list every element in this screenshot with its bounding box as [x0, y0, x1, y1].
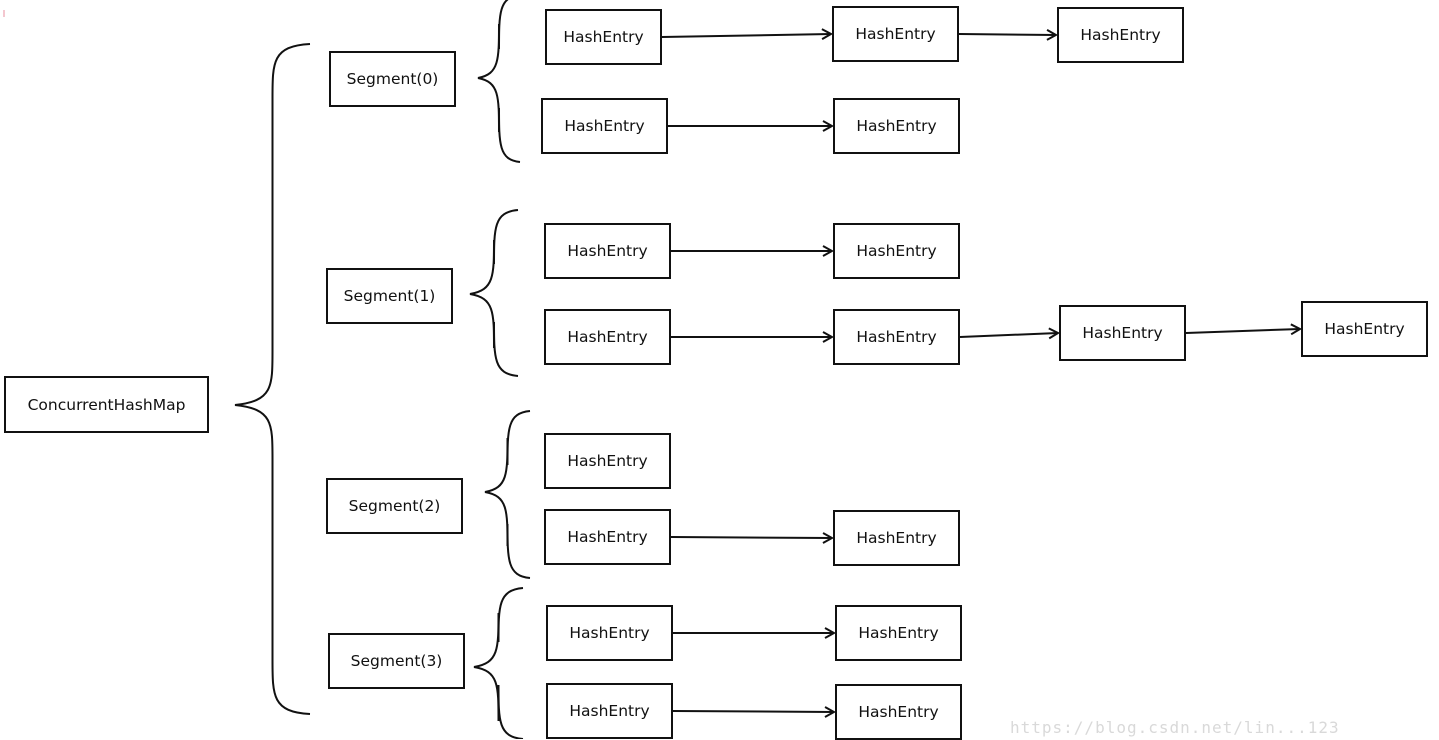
next-pointer-arrow-s3-b1-e1	[672, 711, 834, 712]
watermark-text: https://blog.csdn.net/lin...123	[1010, 718, 1340, 737]
hash-entry-label: HashEntry	[856, 242, 937, 260]
hash-entry-s1-b1-e3: HashEntry	[1301, 301, 1428, 357]
hash-entry-label: HashEntry	[563, 28, 644, 46]
hash-entry-s1-b0-e0: HashEntry	[544, 223, 671, 279]
hash-entry-s2-b1-e0: HashEntry	[544, 509, 671, 565]
hash-entry-s0-b0-e0: HashEntry	[545, 9, 662, 65]
hash-entry-s1-b0-e1: HashEntry	[833, 223, 960, 279]
next-pointer-arrow-s1-b1-e2	[959, 333, 1058, 337]
hash-entry-s3-b1-e1: HashEntry	[835, 684, 962, 740]
segment-0-curly-brace	[477, 0, 521, 163]
hash-entry-s2-b1-e1: HashEntry	[833, 510, 960, 566]
hash-entry-s0-b1-e0: HashEntry	[541, 98, 668, 154]
hash-entry-s1-b1-e1: HashEntry	[833, 309, 960, 365]
hash-entry-s3-b0-e0: HashEntry	[546, 605, 673, 661]
root-node-label: ConcurrentHashMap	[27, 395, 186, 414]
hash-entry-label: HashEntry	[567, 242, 648, 260]
segment-1-box: Segment(1)	[326, 268, 453, 324]
hash-entry-label: HashEntry	[855, 25, 936, 43]
edge-artifact	[3, 10, 5, 17]
hash-entry-label: HashEntry	[567, 528, 648, 546]
segment-3-label: Segment(3)	[350, 652, 443, 670]
hash-entry-s3-b0-e1: HashEntry	[835, 605, 962, 661]
hash-entry-s0-b0-e1: HashEntry	[832, 6, 959, 62]
segment-2-box: Segment(2)	[326, 478, 463, 534]
segment-0-label: Segment(0)	[346, 70, 439, 88]
next-pointer-arrow-s0-b0-e1	[661, 34, 831, 37]
hash-entry-label: HashEntry	[858, 624, 939, 642]
hash-entry-label: HashEntry	[1324, 320, 1405, 338]
hash-entry-label: HashEntry	[567, 328, 648, 346]
segment-0-box: Segment(0)	[329, 51, 456, 107]
segment-1-curly-brace	[469, 209, 519, 377]
segment-2-curly-brace	[484, 410, 531, 579]
hash-entry-label: HashEntry	[858, 703, 939, 721]
segment-2-label: Segment(2)	[348, 497, 441, 515]
hash-entry-s2-b0-e0: HashEntry	[544, 433, 671, 489]
segment-3-curly-brace	[473, 587, 524, 739]
next-pointer-arrow-s2-b1-e1	[670, 537, 832, 538]
root-node-concurrenthashmap: ConcurrentHashMap	[4, 376, 209, 433]
next-pointer-arrow-s1-b1-e3	[1185, 329, 1300, 333]
hash-entry-label: HashEntry	[1082, 324, 1163, 342]
hash-entry-label: HashEntry	[856, 328, 937, 346]
next-pointer-arrow-s0-b0-e2	[958, 34, 1056, 35]
segment-3-box: Segment(3)	[328, 633, 465, 689]
hash-entry-label: HashEntry	[569, 624, 650, 642]
hash-entry-label: HashEntry	[1080, 26, 1161, 44]
hash-entry-s0-b0-e2: HashEntry	[1057, 7, 1184, 63]
hash-entry-label: HashEntry	[856, 529, 937, 547]
hash-entry-label: HashEntry	[564, 117, 645, 135]
hash-entry-s3-b1-e0: HashEntry	[546, 683, 673, 739]
hash-entry-label: HashEntry	[567, 452, 648, 470]
hash-entry-label: HashEntry	[856, 117, 937, 135]
hash-entry-label: HashEntry	[569, 702, 650, 720]
hash-entry-s1-b1-e0: HashEntry	[544, 309, 671, 365]
hash-entry-s0-b1-e1: HashEntry	[833, 98, 960, 154]
hash-entry-s1-b1-e2: HashEntry	[1059, 305, 1186, 361]
root-curly-brace	[234, 43, 311, 715]
segment-1-label: Segment(1)	[343, 287, 436, 305]
